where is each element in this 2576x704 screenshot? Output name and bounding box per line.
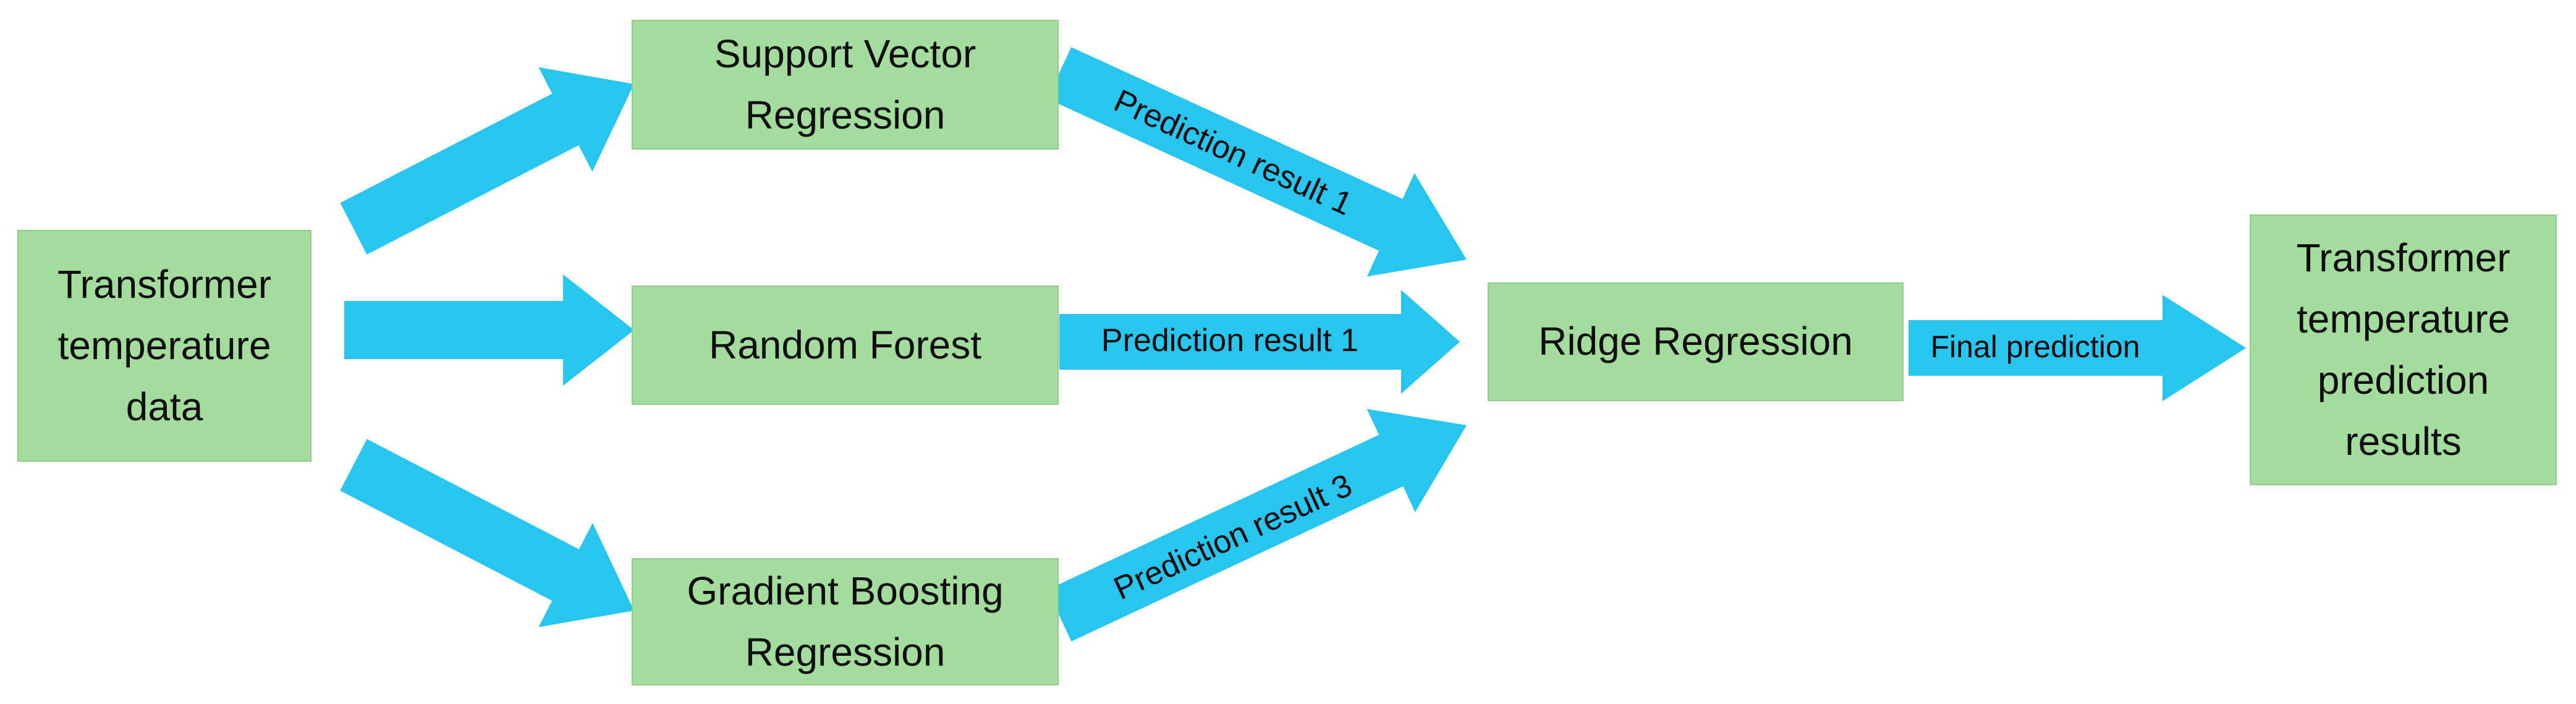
arrow-rf-to-ridge xyxy=(1059,290,1460,394)
arrow-input-to-svr xyxy=(340,67,634,255)
node-label: Transformer temperature data xyxy=(57,261,272,430)
arrow-label-final-prediction: Final prediction xyxy=(1930,329,2140,364)
node-ridge-regression: Ridge Regression xyxy=(1488,282,1904,401)
node-transformer-temperature-data: Transformer temperature data xyxy=(17,230,311,462)
node-transformer-temperature-prediction-results: Transformer temperature prediction resul… xyxy=(2250,214,2557,485)
node-gradient-boosting-regression: Gradient Boosting Regression xyxy=(632,558,1059,685)
arrow-input-to-rf xyxy=(344,274,634,386)
node-support-vector-regression: Support Vector Regression xyxy=(632,20,1059,150)
arrow-input-to-gbr xyxy=(340,439,634,627)
arrow-ridge-to-output xyxy=(1909,295,2246,401)
node-random-forest: Random Forest xyxy=(632,286,1059,405)
arrow-label-prediction-result-1-middle: Prediction result 1 xyxy=(1101,323,1359,358)
arrow-gbr-to-ridge xyxy=(1047,409,1467,642)
arrow-svr-to-ridge xyxy=(1047,47,1467,277)
node-label: Random Forest xyxy=(708,322,982,367)
node-label: Ridge Regression xyxy=(1538,319,1853,364)
node-label: Transformer temperature prediction resul… xyxy=(2296,235,2510,464)
node-label: Support Vector Regression xyxy=(714,31,977,137)
node-label: Gradient Boosting Regression xyxy=(687,568,1004,674)
